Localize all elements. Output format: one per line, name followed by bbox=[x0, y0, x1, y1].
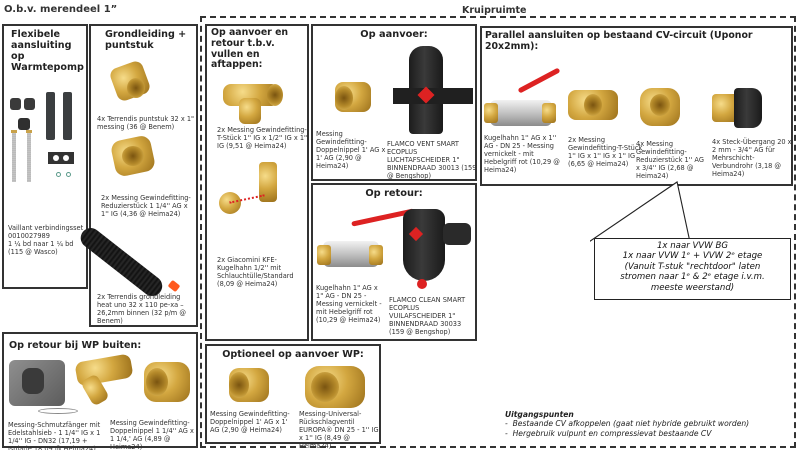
section-title: Op aanvoer: bbox=[313, 29, 475, 41]
section-ground-pipe: Grondleiding + puntstuk 4x Terrendis pun… bbox=[76, 24, 198, 327]
section-optional-supply: Optioneel op aanvoer WP: Messing Gewinde… bbox=[205, 344, 381, 450]
item-caption: Kugelhahn 1'' AG x 1'' AG - DN 25 - Mess… bbox=[484, 134, 560, 175]
item-caption: 2x Terrendis grondleiding heat uno 32 x … bbox=[97, 293, 186, 326]
section-title: Grondleiding + puntstuk bbox=[105, 29, 187, 52]
section-title: Op aanvoer en retour t.b.v. vullen en af… bbox=[211, 27, 289, 71]
notes-item-text: Hergebruik vulpunt en compressievat best… bbox=[512, 428, 712, 438]
item-caption: 2x Giacomini KFE-Kugelhahn 1/2'' mit Sch… bbox=[217, 256, 294, 289]
item-caption: 2x Messing Gewindefitting-T-Stück 1'' IG… bbox=[568, 136, 643, 169]
notes-title: Uitgangspunten bbox=[505, 410, 574, 419]
item-caption: Messing-Schmutzfänger mit Edelstahlsieb … bbox=[8, 421, 101, 450]
section-flexible-connection: Flexibele aansluiting op Warmtepomp Vail… bbox=[2, 24, 88, 289]
item-caption: Messing-Universal-Rückschlagventil EUROP… bbox=[299, 410, 379, 450]
crawlspace-label: Kruipruimte bbox=[462, 5, 527, 16]
item-caption: Messing Gewindefitting-Doppelnippel 1' A… bbox=[316, 130, 386, 171]
kfe-valve-image bbox=[259, 162, 277, 202]
bullet-dash: - bbox=[505, 419, 513, 429]
valve-handle bbox=[517, 67, 561, 94]
notes-item: - Hergebruik vulpunt en compressievat be… bbox=[505, 429, 795, 438]
section-title: Parallel aansluiten op bestaand CV-circu… bbox=[485, 30, 753, 52]
callout-line: 1x naar VVW BG bbox=[656, 241, 729, 251]
item-caption: 2x Messing Gewindefitting-Reduzierstück … bbox=[101, 194, 191, 219]
pex-inner-pipe bbox=[167, 279, 181, 293]
notes-item: - Bestaande CV afkoppelen (gaat niet hyb… bbox=[505, 419, 795, 428]
item-caption: Vaillant verbindingsset 0010027989 1 ¼ b… bbox=[8, 224, 88, 256]
tee-fitting-image bbox=[223, 84, 279, 106]
ground-pipe-image bbox=[76, 224, 167, 301]
item-caption: Kugelhahn 1" AG x 1" AG - DN 25 - Messin… bbox=[316, 284, 382, 325]
caption-line: 0010027989 bbox=[8, 232, 50, 241]
callout-line: (Vanuit T-stuk "rechtdoor" laten bbox=[624, 261, 761, 272]
callout-note: 1x naar VVW BG 1x naar VVW 1ᵉ + VVW 2ᵉ e… bbox=[594, 238, 791, 300]
callout-pointer bbox=[590, 181, 691, 242]
reducer-opening bbox=[122, 146, 144, 166]
ball-valve-image bbox=[490, 100, 552, 126]
caption-line: Vaillant verbindingsset bbox=[8, 224, 84, 232]
section-return: Op retour: Kugelhahn 1" AG x 1" AG - DN … bbox=[311, 183, 477, 341]
caption-line: 1 ¼ bd naar 1 ¼ bd bbox=[8, 240, 74, 249]
end-piece-opening bbox=[127, 78, 145, 98]
section-title: Op retour: bbox=[365, 188, 423, 199]
caption-line: (115 @ Wasco) bbox=[8, 248, 58, 257]
vaillant-connection-set-image bbox=[8, 92, 84, 184]
item-caption: 4x Steck-Übergang 20 x 2 mm - 3/4'' AG f… bbox=[712, 138, 792, 179]
item-caption: FLAMCO CLEAN SMART ECOPLUS VUILAFSCHEIDE… bbox=[389, 296, 466, 337]
section-wp-return: Op retour bij WP buiten: Messing-Schmutz… bbox=[2, 332, 198, 450]
section-title: Op retour bij WP buiten: bbox=[9, 340, 142, 351]
callout-line: stromen naar 1ᵉ & 2ᵉ etage i.v.m. bbox=[620, 272, 765, 283]
section-fill-drain: Op aanvoer en retour t.b.v. vullen en af… bbox=[205, 24, 309, 341]
page-title: O.b.v. merendeel 1” bbox=[4, 4, 118, 15]
crawlspace-region bbox=[200, 16, 796, 448]
flamco-clean-image bbox=[403, 209, 445, 281]
bullet-dash: - bbox=[505, 428, 513, 438]
section-title: Flexibele aansluiting op Warmtepomp bbox=[11, 29, 84, 74]
item-caption: Messing Gewindefitting-Doppelnippel 1' A… bbox=[210, 410, 290, 435]
section-parallel-connection: Parallel aansluiten op bestaand CV-circu… bbox=[480, 26, 793, 186]
section-title: Optioneel op aanvoer WP: bbox=[222, 349, 364, 360]
item-caption: Messing Gewindefitting-Doppelnippel 1 1/… bbox=[110, 419, 194, 450]
push-fit-adapter-image bbox=[712, 94, 738, 122]
item-caption: 2x Messing Gewindefitting-T-Stück 1'' IG… bbox=[217, 126, 308, 151]
starting-points-notes: Uitgangspunten - Bestaande CV afkoppelen… bbox=[505, 410, 795, 438]
section-supply: Op aanvoer: Messing Gewindefitting-Doppe… bbox=[311, 24, 477, 181]
callout-line: meeste weerstand) bbox=[650, 282, 735, 293]
notes-item-text: Bestaande CV afkoppelen (gaat niet hybri… bbox=[512, 419, 750, 429]
item-caption: 4x Terrendis puntstuk 32 x 1" messing (3… bbox=[97, 115, 195, 132]
item-caption: FLAMCO VENT SMART ECOPLUS LUCHTAFSCHEIDE… bbox=[387, 140, 477, 181]
item-caption: 4x Messing Gewindefitting-Reduzierstück … bbox=[636, 140, 704, 181]
callout-line: 1x naar VVW 1ᵉ + VVW 2ᵉ etage bbox=[622, 251, 763, 262]
